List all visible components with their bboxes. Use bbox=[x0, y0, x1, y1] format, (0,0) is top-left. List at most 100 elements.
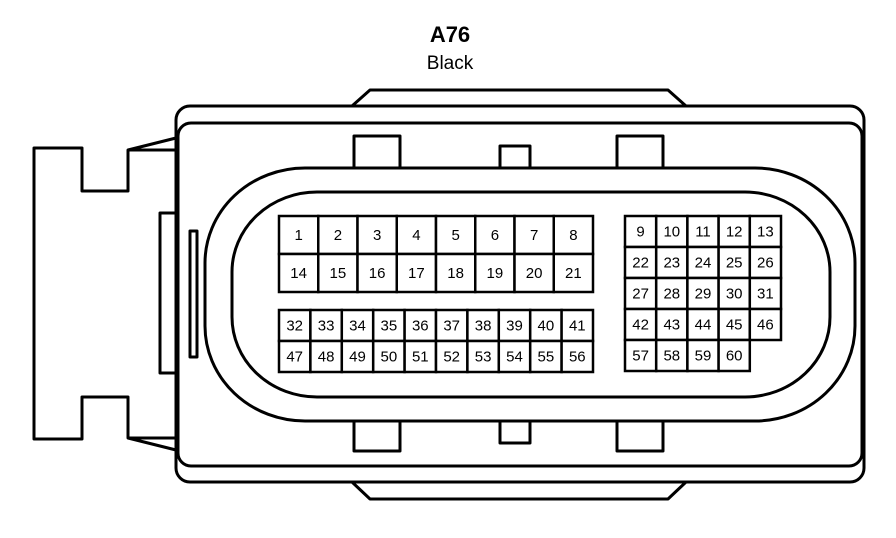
pin-label: 36 bbox=[412, 318, 429, 335]
pin-cavity bbox=[277, 339, 312, 374]
bottom-key bbox=[352, 421, 402, 453]
pin-label: 2 bbox=[334, 227, 342, 244]
pin-label: 4 bbox=[412, 227, 420, 244]
outer-housing bbox=[174, 104, 866, 484]
pin-cavity bbox=[654, 245, 689, 280]
bottom-key bbox=[498, 421, 532, 445]
pin-label: 56 bbox=[569, 349, 586, 366]
pin-cavity bbox=[560, 339, 595, 374]
pin-label: 35 bbox=[381, 318, 398, 335]
bottom-latch bbox=[350, 480, 688, 501]
pin-label: 25 bbox=[726, 255, 743, 272]
left-guide bbox=[158, 211, 180, 375]
pin-label: 48 bbox=[318, 349, 335, 366]
pin-label: 53 bbox=[475, 349, 492, 366]
pin-cavity bbox=[717, 338, 752, 373]
pin-label: 20 bbox=[526, 265, 543, 282]
pin-label: 9 bbox=[636, 224, 644, 241]
pin-cavity bbox=[277, 308, 312, 343]
pin-cavity bbox=[395, 214, 438, 256]
pin-cavity bbox=[474, 252, 516, 294]
pin-cavity bbox=[717, 276, 752, 311]
pin-label: 33 bbox=[318, 318, 335, 335]
pin-label: 45 bbox=[726, 317, 743, 334]
pin-label: 19 bbox=[487, 265, 504, 282]
pin-cavity bbox=[434, 252, 477, 294]
pin-label: 47 bbox=[286, 349, 303, 366]
pin-label: 58 bbox=[663, 348, 680, 365]
pin-label: 24 bbox=[695, 255, 712, 272]
cavity-inner-frame bbox=[230, 190, 832, 399]
pin-label: 18 bbox=[447, 265, 464, 282]
pin-cavity bbox=[356, 252, 398, 294]
pin-cavity bbox=[686, 307, 720, 342]
pin-label: 50 bbox=[381, 349, 398, 366]
bottom-key bbox=[615, 421, 665, 453]
pin-label: 31 bbox=[757, 286, 774, 303]
pin-cavity bbox=[277, 214, 320, 256]
pin-label: 30 bbox=[726, 286, 743, 303]
pin-cavity bbox=[748, 307, 783, 342]
pin-label: 17 bbox=[408, 265, 425, 282]
pin-label: 11 bbox=[695, 224, 711, 241]
pin-label: 41 bbox=[569, 318, 586, 335]
pin-label: 42 bbox=[632, 317, 649, 334]
top-key bbox=[352, 134, 402, 168]
pin-cavity bbox=[466, 339, 501, 374]
pin-label: 15 bbox=[330, 265, 347, 282]
pin-label: 37 bbox=[443, 318, 460, 335]
pin-cavity bbox=[340, 339, 375, 374]
left-clip bbox=[32, 136, 177, 452]
pin-cavity bbox=[552, 252, 595, 294]
pin-label: 28 bbox=[663, 286, 680, 303]
pin-cavity bbox=[623, 307, 658, 342]
pin-label: 49 bbox=[349, 349, 366, 366]
pin-cavity bbox=[309, 339, 344, 374]
pin-label: 22 bbox=[632, 255, 649, 272]
pin-label: 3 bbox=[373, 227, 381, 244]
pin-cavity bbox=[340, 308, 375, 343]
pin-label: 43 bbox=[663, 317, 680, 334]
pin-label: 34 bbox=[349, 318, 366, 335]
pin-label: 14 bbox=[290, 265, 307, 282]
connector-id: A76 bbox=[429, 22, 471, 47]
pin-label: 16 bbox=[369, 265, 386, 282]
pin-label: 51 bbox=[412, 349, 429, 366]
pin-label: 59 bbox=[695, 348, 712, 365]
top-key bbox=[615, 134, 665, 168]
pin-label: 40 bbox=[538, 318, 555, 335]
pin-label: 38 bbox=[475, 318, 492, 335]
pin-label: 52 bbox=[443, 349, 460, 366]
pin-label: 23 bbox=[663, 255, 680, 272]
pin-label: 10 bbox=[663, 224, 680, 241]
pin-cavity bbox=[277, 252, 320, 294]
pin-cavity bbox=[371, 339, 406, 374]
pin-label: 5 bbox=[451, 227, 459, 244]
pin-label: 13 bbox=[757, 224, 774, 241]
pin-cavity bbox=[560, 308, 595, 343]
pin-label: 1 bbox=[294, 227, 302, 244]
left-slot bbox=[188, 229, 199, 359]
pin-label: 26 bbox=[757, 255, 774, 272]
pin-cavity bbox=[654, 338, 689, 373]
pin-label: 7 bbox=[530, 227, 538, 244]
pin-label: 8 bbox=[569, 227, 577, 244]
pin-label: 12 bbox=[726, 224, 743, 241]
pin-label: 54 bbox=[506, 349, 523, 366]
top-key bbox=[498, 144, 532, 168]
pin-label: 6 bbox=[491, 227, 499, 244]
pin-label: 21 bbox=[565, 265, 582, 282]
pin-label: 32 bbox=[286, 318, 303, 335]
top-latch bbox=[351, 88, 687, 108]
pin-label: 60 bbox=[726, 348, 743, 365]
pin-cavity bbox=[356, 214, 398, 256]
pin-label: 46 bbox=[757, 317, 774, 334]
pin-label: 57 bbox=[632, 348, 649, 365]
pin-label: 39 bbox=[506, 318, 523, 335]
pin-label: 27 bbox=[632, 286, 649, 303]
pin-label: 55 bbox=[538, 349, 555, 366]
connector-color: Black bbox=[426, 53, 474, 74]
pin-label: 44 bbox=[695, 317, 712, 334]
pin-label: 29 bbox=[695, 286, 712, 303]
